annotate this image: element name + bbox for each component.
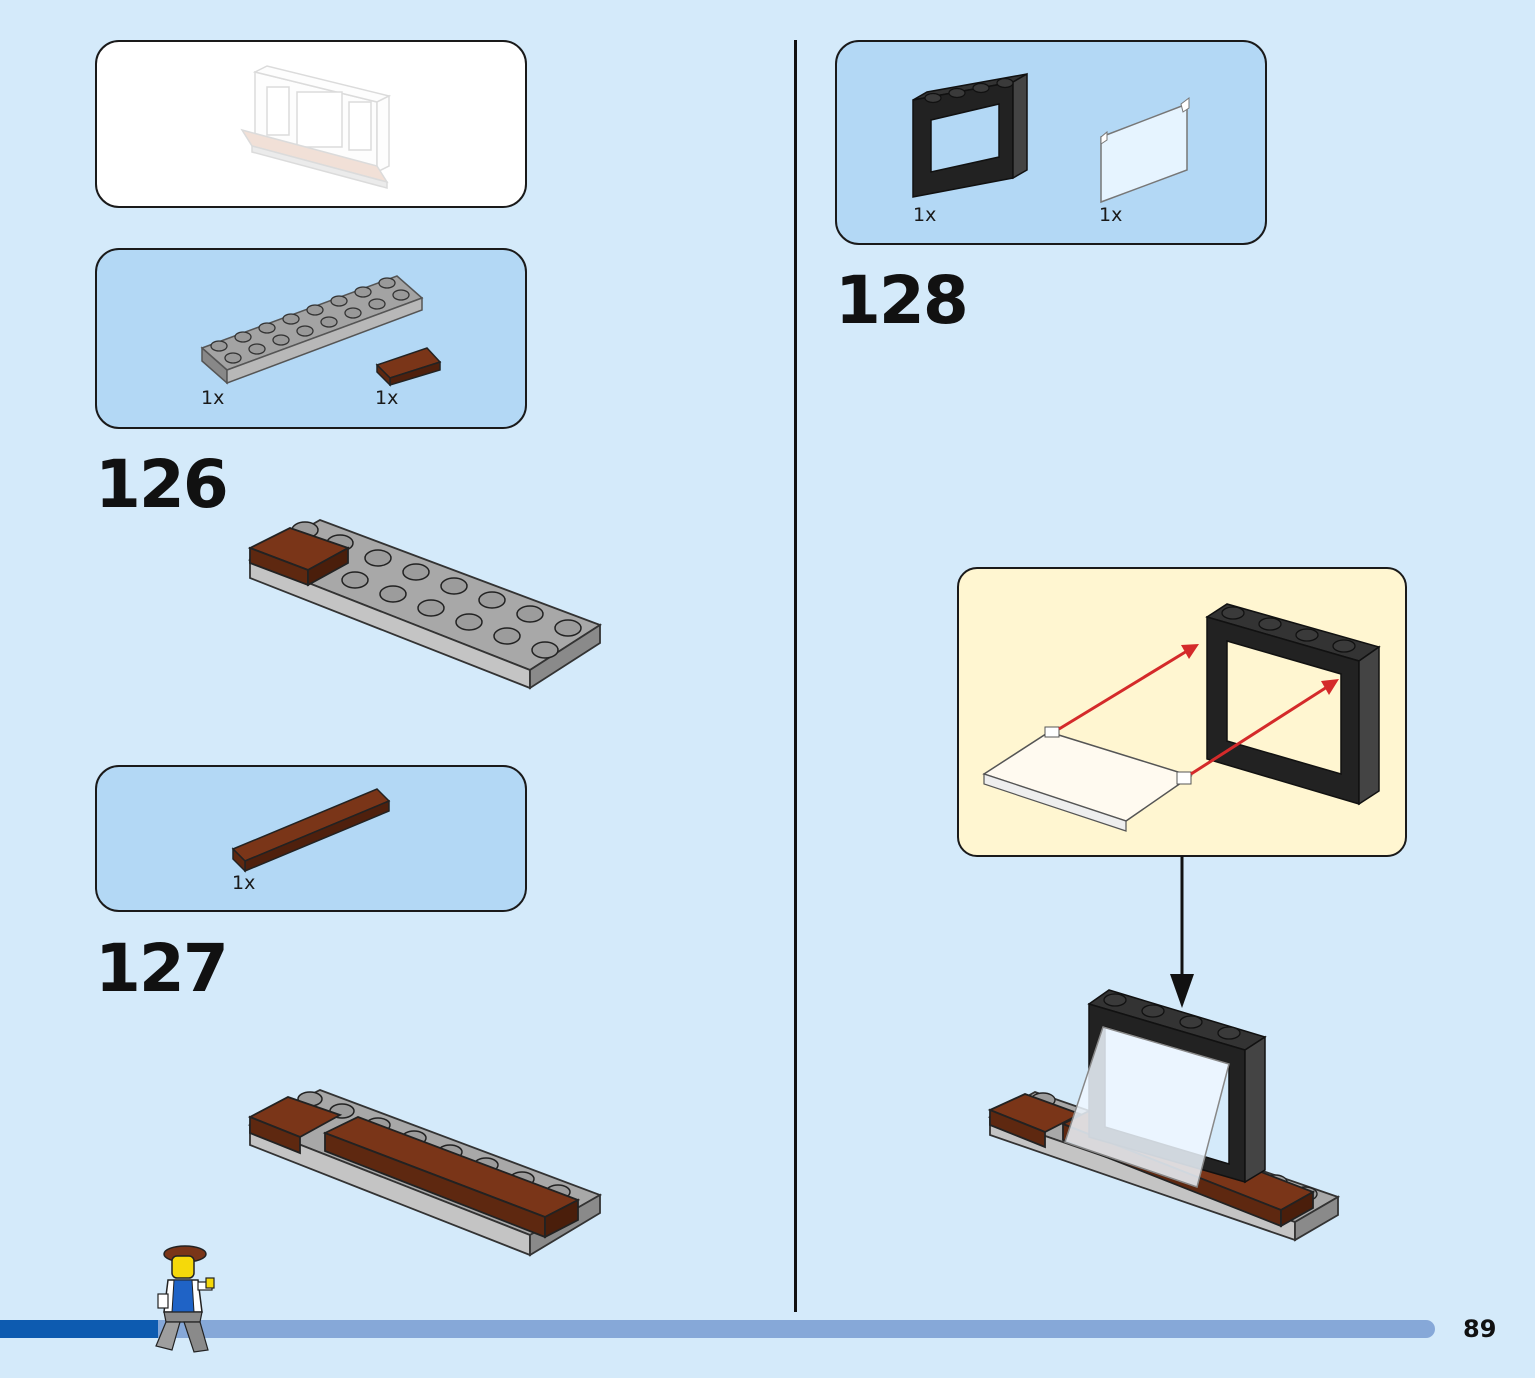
transparent-window-pane-icon: [1100, 97, 1190, 204]
callout-connector-arrow: [1170, 856, 1194, 1008]
step-128-assembly-illustration: [987, 989, 1341, 1242]
minifigure-icon: [155, 1245, 215, 1353]
window-reference-icon: [240, 65, 392, 189]
window-assembly-callout-illustration: [982, 603, 1381, 832]
step-128-parts-panel: 1x 1x: [835, 40, 1267, 245]
part-quantity: 1x: [232, 872, 256, 894]
black-window-frame-icon: [912, 72, 1028, 198]
step-128-callout-panel: [957, 567, 1407, 857]
column-divider: [794, 40, 797, 1312]
progress-bar-fill: [0, 1320, 158, 1338]
part-quantity: 1x: [201, 387, 225, 409]
gray-plate-2x8-icon: [200, 275, 424, 385]
step-number: 126: [95, 446, 229, 523]
step-number: 127: [95, 930, 229, 1007]
brown-tile-1x6-icon: [231, 788, 391, 873]
progress-bar: [0, 1320, 1435, 1338]
part-quantity: 1x: [913, 204, 937, 226]
step-127-parts-panel: 1x: [95, 765, 527, 912]
brown-tile-1x2-icon: [375, 347, 442, 387]
part-quantity: 1x: [1099, 204, 1123, 226]
step-126-parts-panel: 1x 1x: [95, 248, 527, 429]
part-quantity: 1x: [375, 387, 399, 409]
page-number: 89: [1463, 1315, 1497, 1343]
step-127-assembly-illustration: [247, 1089, 603, 1257]
step-126-assembly-illustration: [247, 519, 602, 690]
reference-panel: [95, 40, 527, 208]
step-number: 128: [835, 262, 969, 339]
